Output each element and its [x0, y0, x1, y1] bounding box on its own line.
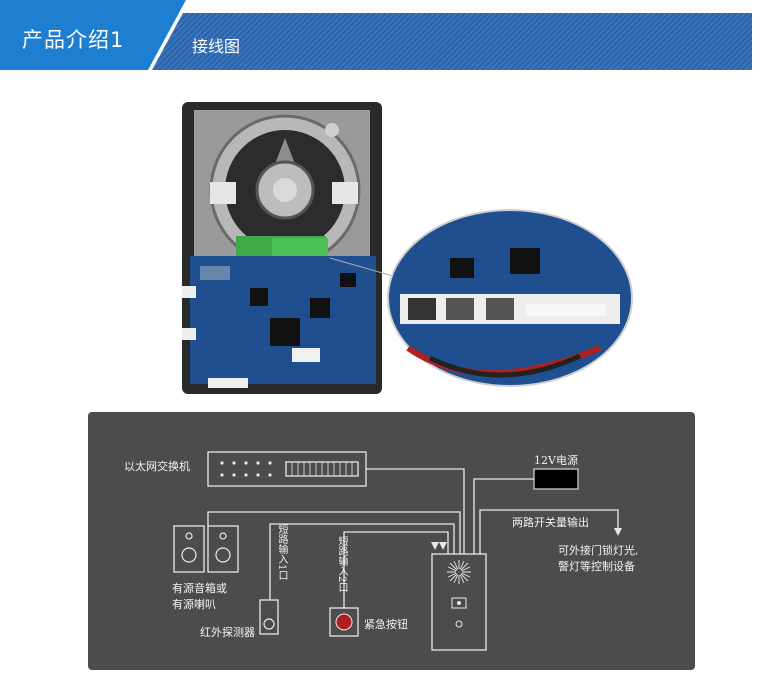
header-subtitle: 接线图: [192, 37, 241, 56]
input2-label: 短路输入2口: [336, 536, 347, 593]
power-label: 12V电源: [534, 454, 578, 467]
wiring-diagram: 以太网交换机 12V电源 两路开关量输出 可外接门锁灯光, 警灯等控制设备 有源…: [88, 412, 695, 670]
relay-desc-line1: 可外接门锁灯光,: [558, 544, 639, 557]
pir-label: 红外探测器: [200, 626, 255, 639]
header-tab: [0, 0, 186, 70]
input1-label: 短路输入1口: [276, 524, 287, 581]
product-photo: [182, 102, 633, 394]
wiring-lines: [173, 451, 622, 651]
header-title: 产品介绍1: [22, 28, 125, 52]
section-header: 产品介绍1 接线图: [0, 0, 752, 71]
speaker-label-line1: 有源音箱或: [172, 582, 227, 595]
ethernet-switch-label: 以太网交换机: [124, 460, 190, 473]
emergency-button-label: 紧急按钮: [364, 618, 408, 631]
relay-desc-line2: 警灯等控制设备: [558, 560, 635, 573]
speaker-label-line2: 有源喇叭: [172, 598, 216, 611]
relay-output-label: 两路开关量输出: [512, 516, 589, 529]
